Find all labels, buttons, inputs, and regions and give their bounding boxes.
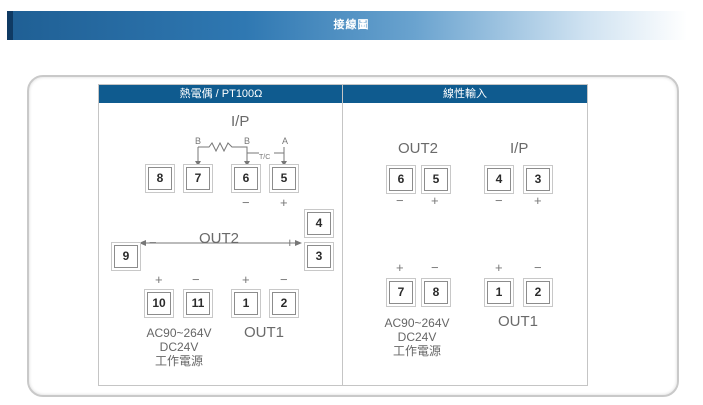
bottom-sign-7: + (396, 260, 404, 275)
bottom-sign-8: − (431, 260, 439, 275)
terminal-7-right: 7 (389, 281, 413, 304)
wire-label-b1: B (195, 136, 202, 146)
terminal-6-right: 6 (389, 168, 413, 191)
power-line-3-right: 工作電源 (392, 344, 441, 358)
terminal-7: 7 (186, 167, 210, 190)
out1-label-right: OUT1 (498, 313, 539, 330)
terminal-9: 9 (114, 245, 138, 268)
bottom-sign-2-right: − (534, 260, 542, 275)
title-banner (7, 11, 687, 40)
ip-label-right: I/P (510, 140, 529, 157)
linear-input-panel: 線性輸入 OUT2 I/P 6 5 4 3 − + − + + − + − 7 … (342, 84, 588, 386)
bottom-sign-2: − (280, 272, 288, 287)
power-spec-right: AC90~264V DC24V 工作電源 (377, 316, 457, 358)
ip-plus-sign: + (280, 195, 288, 210)
terminal-6: 6 (234, 167, 258, 190)
bottom-sign-1-right: + (495, 260, 503, 275)
top-sign-6: − (396, 193, 404, 208)
ip-label: I/P (231, 113, 250, 130)
terminal-5-right: 5 (424, 168, 448, 191)
thermocouple-panel-header: 熱電偶 / PT100Ω (99, 85, 343, 103)
ip-minus-sign: − (242, 195, 250, 210)
banner-title: 接線圖 (333, 19, 370, 31)
top-sign-5: + (431, 193, 439, 208)
banner-edge (7, 11, 13, 40)
out1-label: OUT1 (244, 324, 285, 341)
terminal-2: 2 (272, 292, 296, 315)
terminal-4: 4 (307, 212, 331, 235)
terminal-3: 3 (307, 245, 331, 268)
power-line-3: 工作電源 (154, 354, 203, 368)
terminal-1-right: 1 (487, 281, 511, 304)
top-sign-4: − (495, 193, 503, 208)
power-line-1-right: AC90~264V (384, 316, 450, 330)
power-line-2-right: DC24V (397, 330, 437, 344)
linear-input-panel-header: 線性輸入 (343, 85, 587, 103)
out2-label-right: OUT2 (398, 140, 439, 157)
out2-label: OUT2 (199, 230, 240, 247)
terminal-3-right: 3 (526, 168, 550, 191)
bottom-sign-11: − (192, 272, 200, 287)
power-line-1: AC90~264V (146, 326, 212, 340)
terminal-8-right: 8 (424, 281, 448, 304)
terminal-5: 5 (272, 167, 296, 190)
input-wiring (139, 141, 302, 246)
top-sign-3: + (534, 193, 542, 208)
bottom-sign-10: + (155, 272, 163, 287)
wire-label-b2: B (244, 136, 251, 146)
terminal-10: 10 (147, 292, 171, 315)
bottom-sign-1: + (242, 272, 250, 287)
terminal-2-right: 2 (526, 281, 550, 304)
terminal-8: 8 (148, 167, 172, 190)
thermocouple-panel: 熱電偶 / PT100Ω I/P B B A T/C 8 7 6 5 − + 4 (98, 84, 344, 386)
terminal-1: 1 (234, 292, 258, 315)
out2-plus-sign: + (286, 235, 294, 250)
terminal-11: 11 (186, 292, 210, 315)
wire-label-tc: T/C (259, 154, 271, 161)
wire-label-a: A (282, 136, 289, 146)
terminal-4-right: 4 (487, 168, 511, 191)
power-line-2: DC24V (159, 340, 199, 354)
power-spec: AC90~264V DC24V 工作電源 (139, 326, 219, 368)
out2-minus-sign: − (149, 235, 157, 250)
